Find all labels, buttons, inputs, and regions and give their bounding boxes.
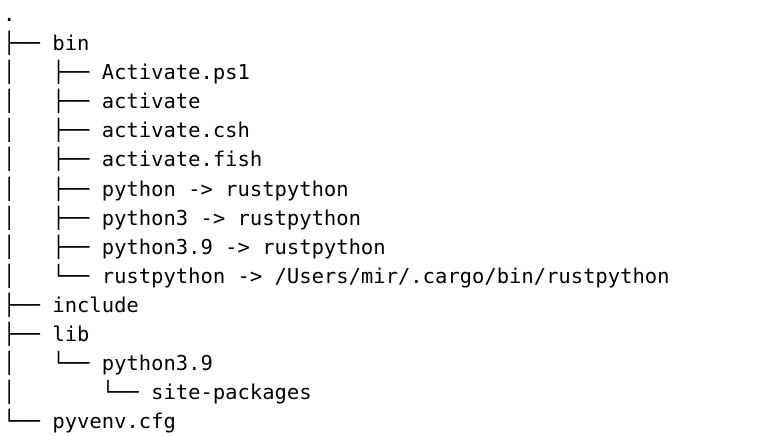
tree-node-label: activate.csh — [101, 118, 250, 143]
tree-node-label: rustpython -> /Users/mir/.cargo/bin/rust… — [101, 263, 670, 288]
tree-branch-prefix: │ ├── — [3, 89, 102, 114]
tree-branch-prefix: │ ├── — [3, 147, 102, 172]
tree-line: ├── bin — [0, 29, 780, 58]
tree-branch-prefix: ├── — [3, 31, 53, 56]
tree-branch-prefix: │ ├── — [3, 176, 102, 201]
tree-node-label: python3.9 -> rustpython — [101, 234, 386, 259]
tree-line: │ └── python3.9 — [0, 349, 780, 378]
tree-branch-prefix: │ └── — [3, 351, 102, 376]
tree-line: │ ├── python3.9 -> rustpython — [0, 233, 780, 262]
tree-branch-prefix: │ ├── — [3, 205, 102, 230]
tree-branch-prefix: │ ├── — [3, 60, 102, 85]
tree-node-label: python3 -> rustpython — [101, 205, 361, 230]
tree-node-label: . — [3, 2, 16, 26]
tree-node-label: lib — [52, 322, 90, 347]
tree-node-label: pyvenv.cfg — [52, 409, 176, 434]
tree-line: ├── lib — [0, 320, 780, 349]
tree-branch-prefix: ├── — [3, 292, 53, 317]
tree-node-label: python3.9 — [101, 351, 213, 376]
tree-node-label: activate — [101, 89, 201, 114]
tree-node-label: bin — [52, 31, 90, 56]
tree-node-label: python -> rustpython — [101, 176, 349, 201]
tree-line: │ ├── activate — [0, 87, 780, 116]
tree-node-label: activate.fish — [101, 147, 263, 172]
tree-line: │ └── site-packages — [0, 378, 780, 407]
tree-branch-prefix: │ └── — [3, 380, 152, 405]
tree-branch-prefix: ├── — [3, 322, 53, 347]
tree-line: │ ├── python3 -> rustpython — [0, 204, 780, 233]
tree-branch-prefix: └── — [3, 409, 53, 434]
tree-branch-prefix: │ ├── — [3, 234, 102, 259]
tree-node-label: site-packages — [151, 380, 312, 405]
tree-branch-prefix: │ ├── — [3, 118, 102, 143]
tree-line: │ ├── activate.csh — [0, 116, 780, 145]
tree-line: │ ├── activate.fish — [0, 145, 780, 174]
tree-line: ├── include — [0, 291, 780, 320]
tree-line: . — [0, 0, 780, 29]
tree-node-label: include — [52, 292, 139, 317]
tree-line: │ └── rustpython -> /Users/mir/.cargo/bi… — [0, 262, 780, 291]
tree-line: │ ├── Activate.ps1 — [0, 58, 780, 87]
tree-line: └── pyvenv.cfg — [0, 407, 780, 436]
tree-line: │ ├── python -> rustpython — [0, 175, 780, 204]
tree-branch-prefix: │ └── — [3, 263, 102, 288]
tree-node-label: Activate.ps1 — [101, 60, 250, 85]
